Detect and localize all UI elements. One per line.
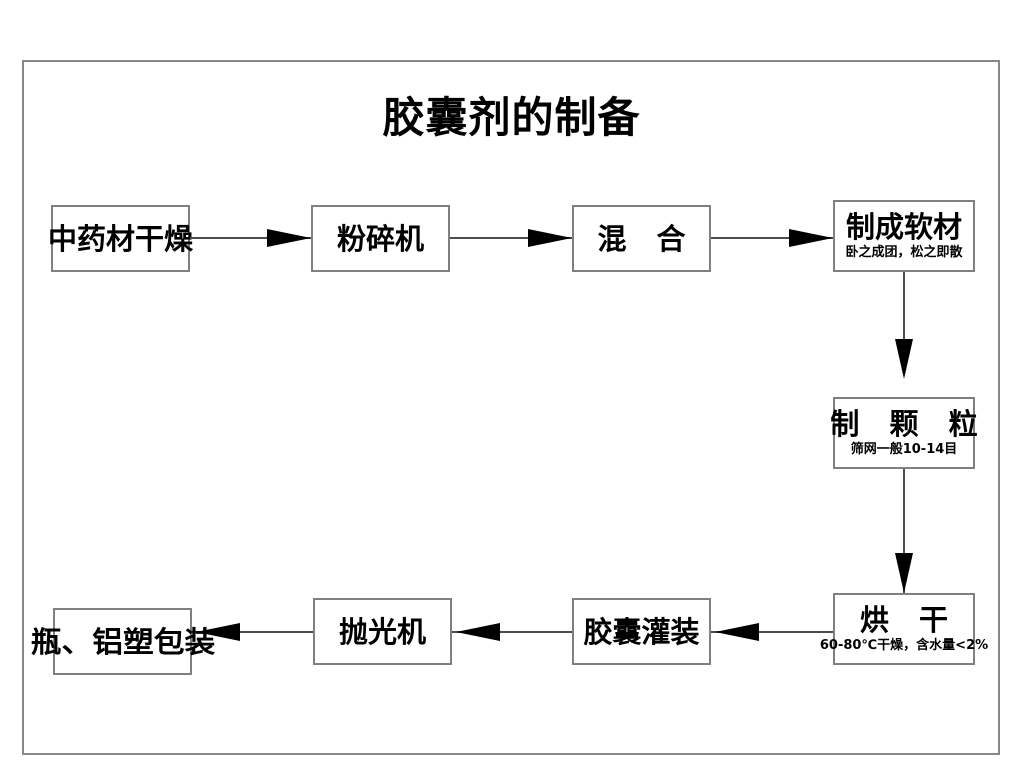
node-filling[interactable]: 胶囊灌装 [572,598,711,665]
node-drying-oven[interactable]: 烘 干 60-80℃干燥，含水量<2% [820,593,988,665]
node-drying[interactable]: 中药材干燥 [48,205,194,272]
node-granulation[interactable]: 制 颗 粒 筛网一般10-14目 [830,397,978,469]
page-title: 胶囊剂的制备 [382,93,641,142]
arrow-filling-to-polisher-head [456,623,500,641]
arrow-drying-to-pulverizer-line [190,237,311,239]
node-packaging-label: 瓶、铝塑包装 [30,624,215,659]
node-soft-mass-sublabel: 卧之成团，松之即散 [845,244,963,260]
arrow-soft-mass-to-granulation-line [903,272,905,368]
arrow-soft-mass-to-granulation-head [895,339,913,379]
arrow-pulverizer-to-mixing-head [528,229,572,247]
arrow-granulation-to-oven-line [903,469,905,593]
arrow-filling-to-polisher-line [452,631,572,633]
node-pulverizer[interactable]: 粉碎机 [311,205,450,272]
node-drying-oven-label: 烘 干 [859,602,959,637]
node-drying-label: 中药材干燥 [48,221,194,256]
node-filling-label: 胶囊灌装 [583,614,700,649]
node-packaging[interactable]: 瓶、铝塑包装 [30,608,215,675]
arrow-polisher-to-packaging-head [196,623,240,641]
node-polisher-label: 抛光机 [338,614,426,649]
arrow-pulverizer-to-mixing-line [450,237,572,239]
arrow-mixing-to-soft-mass-line [711,237,833,239]
arrow-oven-to-filling-head [715,623,759,641]
arrow-granulation-to-oven-head [895,553,913,593]
node-granulation-sublabel: 筛网一般10-14目 [850,441,958,457]
node-mixing[interactable]: 混 合 [572,205,711,272]
node-mixing-label: 混 合 [597,221,696,256]
arrow-drying-to-pulverizer-head [267,229,311,247]
node-pulverizer-label: 粉碎机 [336,221,424,256]
node-drying-oven-sublabel: 60-80℃干燥，含水量<2% [819,637,989,653]
node-polisher[interactable]: 抛光机 [313,598,452,665]
arrow-polisher-to-packaging-line [192,631,313,633]
arrow-mixing-to-soft-mass-head [789,229,833,247]
node-granulation-label: 制 颗 粒 [830,406,988,441]
node-soft-mass[interactable]: 制成软材 卧之成团，松之即散 [833,200,975,272]
node-soft-mass-label: 制成软材 [845,209,962,244]
arrow-oven-to-filling-line [711,631,833,633]
